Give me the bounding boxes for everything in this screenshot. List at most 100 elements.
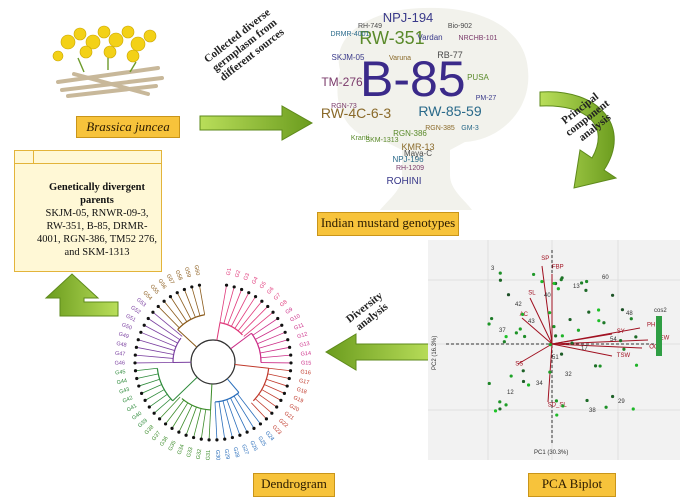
dendrogram-leaf <box>285 384 289 388</box>
biplot-point-label: 37 <box>499 328 506 334</box>
biplot-vector <box>521 317 553 345</box>
dendrogram-leaf <box>230 435 235 440</box>
dendrogram-branch <box>171 402 189 429</box>
biplot-vector-label: AC <box>520 312 529 318</box>
biplot-point <box>584 288 588 293</box>
dendrogram-branch <box>223 286 235 324</box>
biplot-point <box>568 317 572 322</box>
cloud-word: RW-85-59 <box>418 103 482 119</box>
dendrogram-branch <box>237 300 263 332</box>
dendrogram-leaf-label: G58 <box>174 270 183 282</box>
dendrogram-leaf <box>245 430 249 434</box>
dendrogram-branch <box>230 397 248 433</box>
pca-biplot-image: PC2 (16.3%) PC1 (30.3%) SPFBPACSSSEWPHOC… <box>428 240 680 460</box>
dendrogram-branch <box>233 395 255 429</box>
dendrogram-branch <box>199 285 206 315</box>
dendrogram-leaf <box>177 430 181 434</box>
biplot-point <box>587 310 591 314</box>
dendrogram-branch <box>257 331 286 345</box>
dendrogram-leaf-label: G20 <box>288 403 300 413</box>
biplot-point <box>585 279 589 284</box>
dendrogram-leaf-label: G19 <box>292 395 304 405</box>
dendrogram-leaf <box>156 304 160 309</box>
biplot-point <box>548 370 552 374</box>
dendrogram-leaf-label: G28 <box>232 447 240 459</box>
biplot-point <box>597 319 601 323</box>
biplot-vector-label: SY <box>617 329 625 335</box>
dendrogram-leaf <box>133 361 137 365</box>
dendrogram-leaf <box>280 323 284 327</box>
dendrogram-branch <box>138 378 160 387</box>
biplot-point <box>540 279 544 284</box>
dendrogram-leaf <box>162 299 166 303</box>
dendrogram-leaf <box>264 417 269 421</box>
dendrogram-leaf <box>136 338 140 342</box>
cloud-word: RW-4C-6-3 <box>321 105 391 121</box>
dendrogram-leaf-label: G40 <box>131 411 143 422</box>
biplot-point <box>559 352 564 356</box>
dendrogram-leaf-label: G2 <box>234 270 242 279</box>
dendrogram-leaf <box>182 287 186 292</box>
dendrogram-branch <box>140 331 177 348</box>
biplot-vector-label: SP <box>541 256 549 262</box>
biplot-point-label: 51 <box>552 355 559 361</box>
dendrogram-branch <box>135 367 158 372</box>
dendrogram-leaf-label: G1 <box>226 268 233 276</box>
dendrogram-leaf <box>289 361 293 365</box>
dendrogram-branch <box>185 406 197 436</box>
biplot-x-axis-label: PC1 (30.3%) <box>534 450 568 456</box>
species-label: Brassica juncea <box>76 116 180 138</box>
dendrogram-branch <box>260 346 290 354</box>
cloud-word: NPJ-194 <box>383 10 434 25</box>
dendrogram-leaf <box>151 310 155 314</box>
dendrogram-branch <box>230 292 250 327</box>
biplot-vector-label: SL <box>528 290 536 296</box>
dendrogram-branch <box>170 296 188 322</box>
dendrogram-leaf <box>139 330 143 334</box>
biplot-point <box>634 363 639 367</box>
dendrogram-leaf <box>276 316 280 321</box>
biplot-vector <box>517 343 553 365</box>
dendrogram-leaf <box>137 384 141 388</box>
cloud-word: SKJM-05 <box>332 53 365 62</box>
cloud-word: NPJ-196 <box>392 155 424 164</box>
dendrogram-leaf-label: G7 <box>273 292 282 301</box>
cloud-word: Vardan <box>417 33 442 42</box>
biplot-vector <box>551 333 613 345</box>
dendrogram-leaf-label: G42 <box>122 395 134 405</box>
dendrogram-leaf-label: G55 <box>149 284 160 296</box>
cloud-word: RB-77 <box>437 50 463 60</box>
dendrogram-leaf <box>168 295 173 299</box>
biplot-point <box>518 327 522 331</box>
dendrogram-leaf-label: G33 <box>186 447 194 459</box>
dendrogram-branch <box>258 393 277 408</box>
biplot-point <box>552 324 556 329</box>
biplot-legend-title: cos2 <box>654 308 667 314</box>
biplot-point <box>610 293 615 297</box>
dendrogram-leaf <box>271 310 275 314</box>
cloud-word: TM-276 <box>321 75 363 89</box>
dendrogram-branch <box>157 306 180 329</box>
biplot-legend-bar <box>656 316 662 356</box>
dendrogram-leaf-label: G5 <box>259 281 268 290</box>
biplot-point <box>560 334 564 338</box>
dendrogram-leaf <box>207 438 211 442</box>
dendrogram-leaf <box>146 316 150 321</box>
dendrogram-label: Dendrogram <box>253 473 335 497</box>
dendrogram-leaf <box>289 353 293 357</box>
dendrogram-branch <box>136 346 174 355</box>
biplot-point <box>526 383 531 387</box>
dendrogram-branch <box>252 318 278 336</box>
biplot-point <box>622 347 626 351</box>
biplot-point <box>509 374 513 378</box>
word-main: B-85 <box>360 51 466 107</box>
biplot-point <box>570 341 574 345</box>
biplot-vector-label: TSW <box>617 353 631 359</box>
dendrogram-leaf <box>232 285 236 289</box>
dendrogram-leaf-label: G50 <box>121 322 133 332</box>
biplot-point-label: 48 <box>626 311 633 317</box>
biplot-point-label: 13 <box>573 284 580 290</box>
dendrogram-branch <box>193 408 202 438</box>
